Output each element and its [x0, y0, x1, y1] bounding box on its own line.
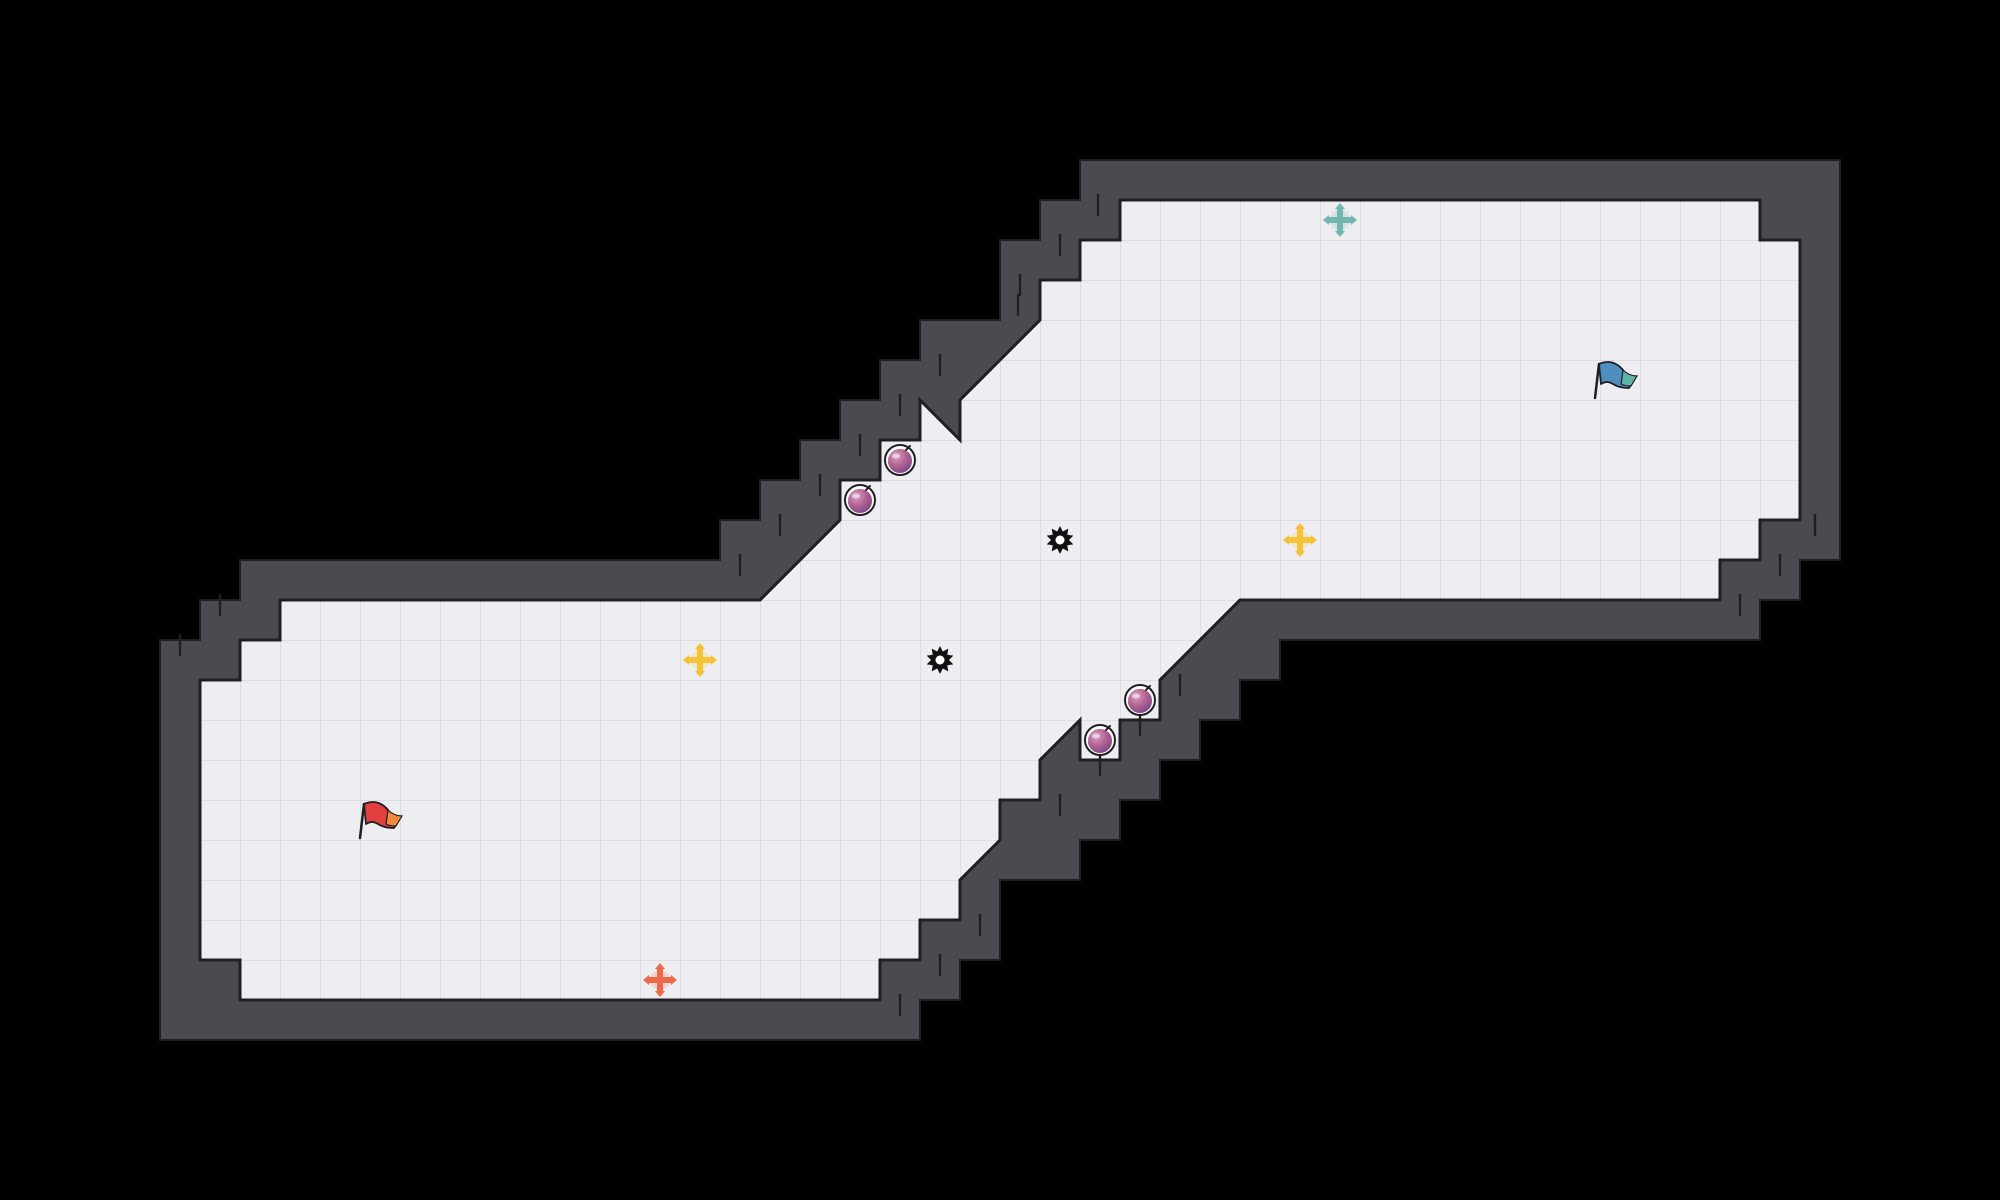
bomb-3[interactable] — [1124, 684, 1156, 716]
bomb-2[interactable] — [844, 484, 876, 516]
spike-2[interactable] — [926, 646, 954, 674]
red-flag[interactable] — [358, 801, 404, 840]
bomb-1[interactable] — [884, 444, 916, 476]
blue-flag[interactable] — [1593, 361, 1639, 400]
wall-tick-marks — [178, 193, 1817, 1017]
yellow-spawn-marker-left[interactable] — [683, 643, 717, 677]
floor-grid — [198, 198, 1802, 1002]
spike-1[interactable] — [1046, 526, 1074, 554]
bomb-4[interactable] — [1084, 724, 1116, 756]
yellow-spawn-marker-right[interactable] — [1283, 523, 1317, 557]
map-items — [358, 203, 1639, 997]
orange-spawn-marker[interactable] — [643, 963, 677, 997]
teal-spawn-marker[interactable] — [1323, 203, 1357, 237]
